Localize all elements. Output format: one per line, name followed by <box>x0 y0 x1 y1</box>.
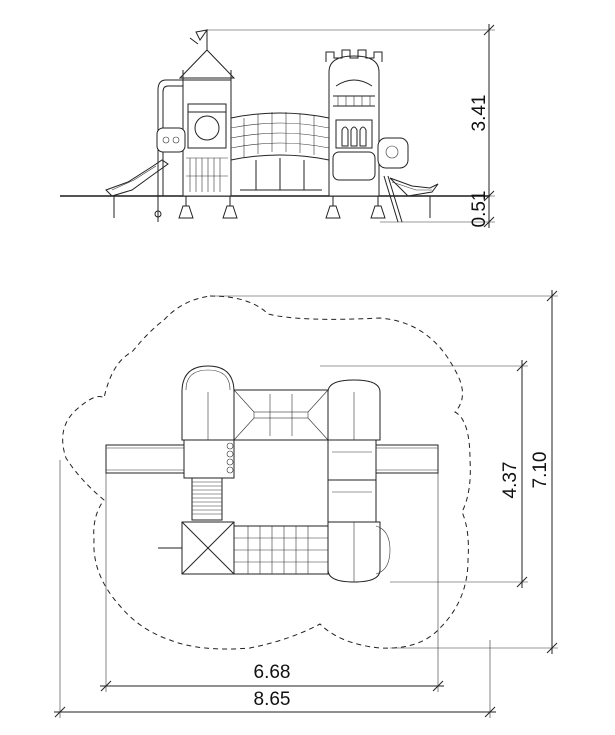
plan-view: 7.10 4.37 6.68 8.65 <box>54 290 558 718</box>
left-slide <box>105 159 169 218</box>
dim-elevation-depth: 0.51 <box>469 191 490 228</box>
dim-elevation-height: 3.41 <box>469 95 490 132</box>
dim-plan-inner-width: 6.68 <box>254 662 291 683</box>
safety-zone-outline <box>62 295 471 650</box>
dim-plan-inner-depth: 4.37 <box>500 462 521 499</box>
plan-dimensions: 7.10 4.37 6.68 8.65 <box>54 290 558 718</box>
right-tower <box>325 49 439 223</box>
bridge <box>230 112 330 191</box>
elevation-dimensions: 3.41 0.51 <box>60 24 495 228</box>
flag-icon <box>189 29 209 45</box>
left-tower <box>154 29 238 222</box>
dim-plan-outer-width: 8.65 <box>254 689 291 710</box>
elevation-view: 3.41 0.51 <box>60 24 495 228</box>
dim-plan-outer-depth: 7.10 <box>530 452 551 489</box>
